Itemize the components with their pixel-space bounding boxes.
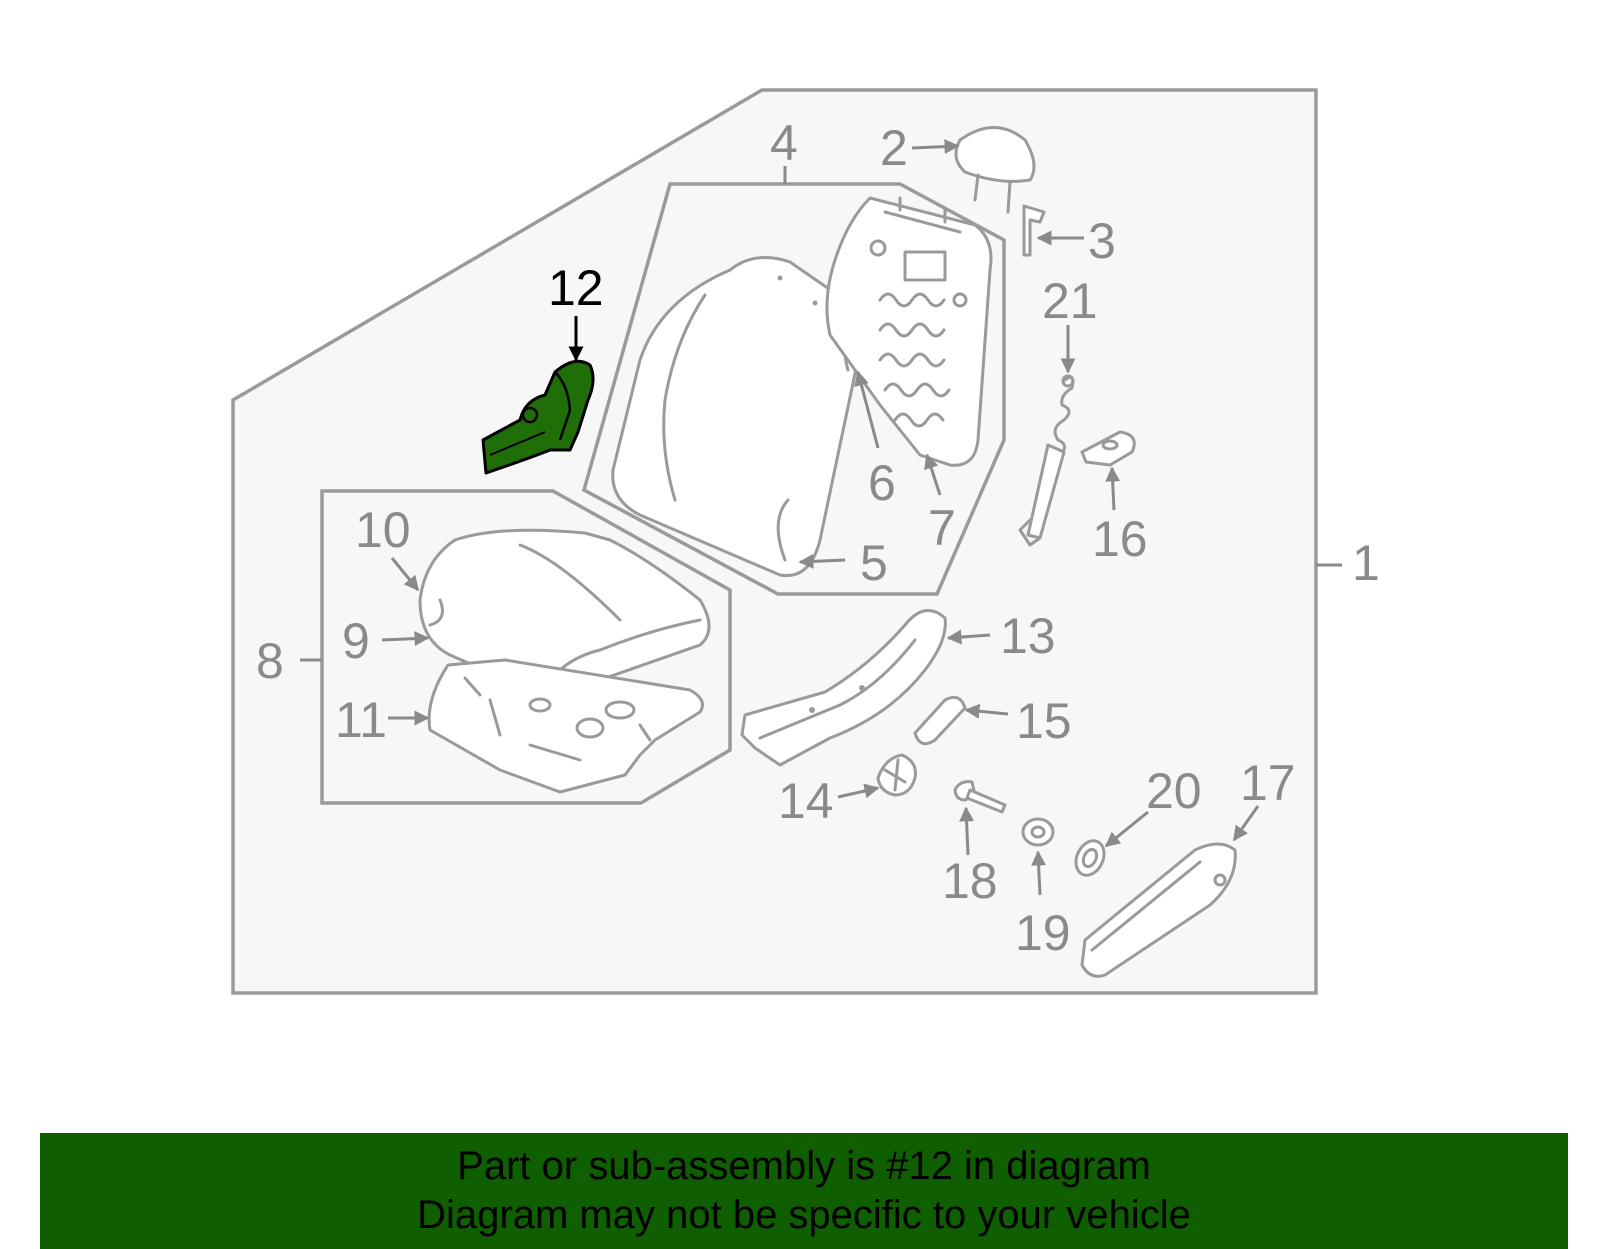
callout-9: 9 [342,613,370,669]
callout-20: 20 [1146,763,1202,819]
washer [1074,839,1106,877]
callout-4: 4 [770,115,798,171]
headrest [954,126,1036,214]
callout-10: 10 [355,502,411,558]
seat-cushion-frame [427,658,704,794]
seat-cushion [418,528,711,695]
recliner-rod [1018,443,1066,547]
callout-13: 13 [1000,608,1056,664]
retainer-clip [876,753,917,797]
nut [1021,817,1055,847]
banner-line-2: Diagram may not be specific to your vehi… [417,1193,1191,1237]
callout-3: 3 [1088,213,1116,269]
bolt [953,780,1007,814]
callout-17: 17 [1240,755,1296,811]
callout-5: 5 [860,535,888,591]
callout-2: 2 [880,120,908,176]
seat-back-frame [825,196,993,467]
info-banner: Part or sub-assembly is #12 in diagram D… [40,1133,1568,1249]
highlighted-part-12 [481,359,595,475]
seat-cushion-group-box [320,489,732,805]
recliner-lever [1080,430,1136,467]
callout-6: 6 [868,455,896,511]
callout-12: 12 [548,260,604,316]
callout-18: 18 [942,853,998,909]
headrest-guide [1022,204,1046,257]
callout-11: 11 [335,692,387,748]
callout-15: 15 [1016,693,1072,749]
side-cover [1080,842,1237,978]
banner-line-1: Part or sub-assembly is #12 in diagram [457,1144,1151,1188]
callout-19: 19 [1015,905,1071,961]
seat-back-cover [611,256,865,578]
callout-8: 8 [256,633,284,689]
callout-1: 1 [1352,535,1380,591]
callout-14: 14 [778,773,834,829]
callout-16: 16 [1092,511,1148,567]
seat-back-group-box [581,182,1006,596]
callout-7: 7 [928,500,956,556]
callout-21: 21 [1042,273,1098,329]
recliner-spring [1053,374,1075,457]
seat-track [740,609,947,767]
